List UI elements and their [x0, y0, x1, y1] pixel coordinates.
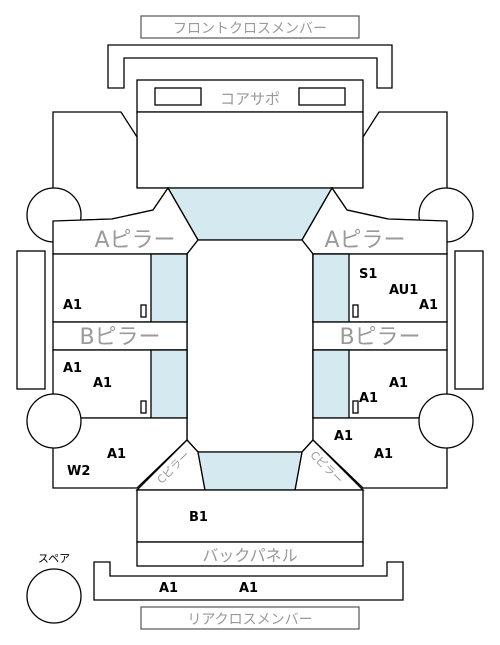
- right-front-door-code-au1: AU1: [389, 283, 418, 298]
- left-front-door-glass[interactable]: [150, 253, 188, 323]
- right-rear-door-handle: [352, 400, 359, 414]
- right-a-pillar-label: Aピラー: [324, 228, 405, 253]
- right-b-pillar-label: Bピラー: [339, 325, 420, 350]
- front-cross-member-label-box: [140, 15, 360, 39]
- roof[interactable]: [186, 239, 314, 453]
- back-panel[interactable]: [136, 541, 364, 567]
- right-rear-wheel[interactable]: [418, 393, 474, 449]
- left-rear-quarter-code-a1: A1: [107, 447, 126, 462]
- right-front-door-glass[interactable]: [312, 253, 350, 323]
- right-rear-quarter-code-1: A1: [334, 429, 353, 444]
- right-front-door-handle: [352, 304, 359, 318]
- left-b-pillar[interactable]: [52, 321, 188, 351]
- left-rear-door-glass[interactable]: [150, 349, 188, 419]
- right-rear-door-code-lower: A1: [359, 391, 378, 406]
- right-rear-door-code: A1: [389, 376, 408, 391]
- right-rear-quarter-code-2: A1: [374, 447, 393, 462]
- right-b-pillar[interactable]: [312, 321, 448, 351]
- back-panel-label: バックパネル: [202, 546, 297, 565]
- right-rocker-panel[interactable]: [454, 250, 484, 390]
- rear-cross-member-code-2: A1: [239, 581, 258, 596]
- trunk-code: B1: [189, 510, 208, 525]
- core-support-right-slot: [298, 87, 346, 106]
- rear-cross-member-label: リアクロスメンバー: [187, 612, 312, 628]
- right-front-door-code-s1: S1: [359, 267, 377, 282]
- right-front-door-code-a1: A1: [419, 298, 438, 313]
- rear-window[interactable]: [197, 451, 303, 491]
- left-rear-quarter-panel[interactable]: [52, 417, 188, 489]
- left-rear-wheel[interactable]: [26, 393, 82, 449]
- left-front-door-code: A1: [63, 298, 82, 313]
- left-rear-door-code-2: A1: [93, 376, 112, 391]
- core-support-label: コアサポ: [220, 90, 280, 108]
- left-b-pillar-label: Bピラー: [79, 325, 160, 350]
- rear-cross-member[interactable]: [93, 561, 404, 601]
- left-front-door-handle: [140, 304, 147, 318]
- right-rear-quarter-panel[interactable]: [312, 417, 448, 489]
- left-rocker-panel[interactable]: [16, 250, 46, 390]
- spare-label: スペア: [38, 552, 70, 565]
- rear-cross-member-code-1: A1: [159, 581, 178, 596]
- left-rear-door-handle: [140, 400, 147, 414]
- core-support-left-slot: [154, 87, 202, 106]
- spare-tire[interactable]: [26, 568, 82, 624]
- left-a-pillar-label: Aピラー: [94, 228, 175, 253]
- trunk-lid[interactable]: [136, 489, 364, 543]
- hood[interactable]: [136, 111, 364, 189]
- right-rear-door-glass[interactable]: [312, 349, 350, 419]
- front-cross-member-label: フロントクロスメンバー: [173, 21, 327, 37]
- rear-cross-member-label-box: [140, 606, 360, 630]
- left-rear-quarter-code-w2: W2: [67, 464, 90, 479]
- left-rear-door-code-1: A1: [63, 361, 82, 376]
- front-cross-member[interactable]: [107, 44, 393, 89]
